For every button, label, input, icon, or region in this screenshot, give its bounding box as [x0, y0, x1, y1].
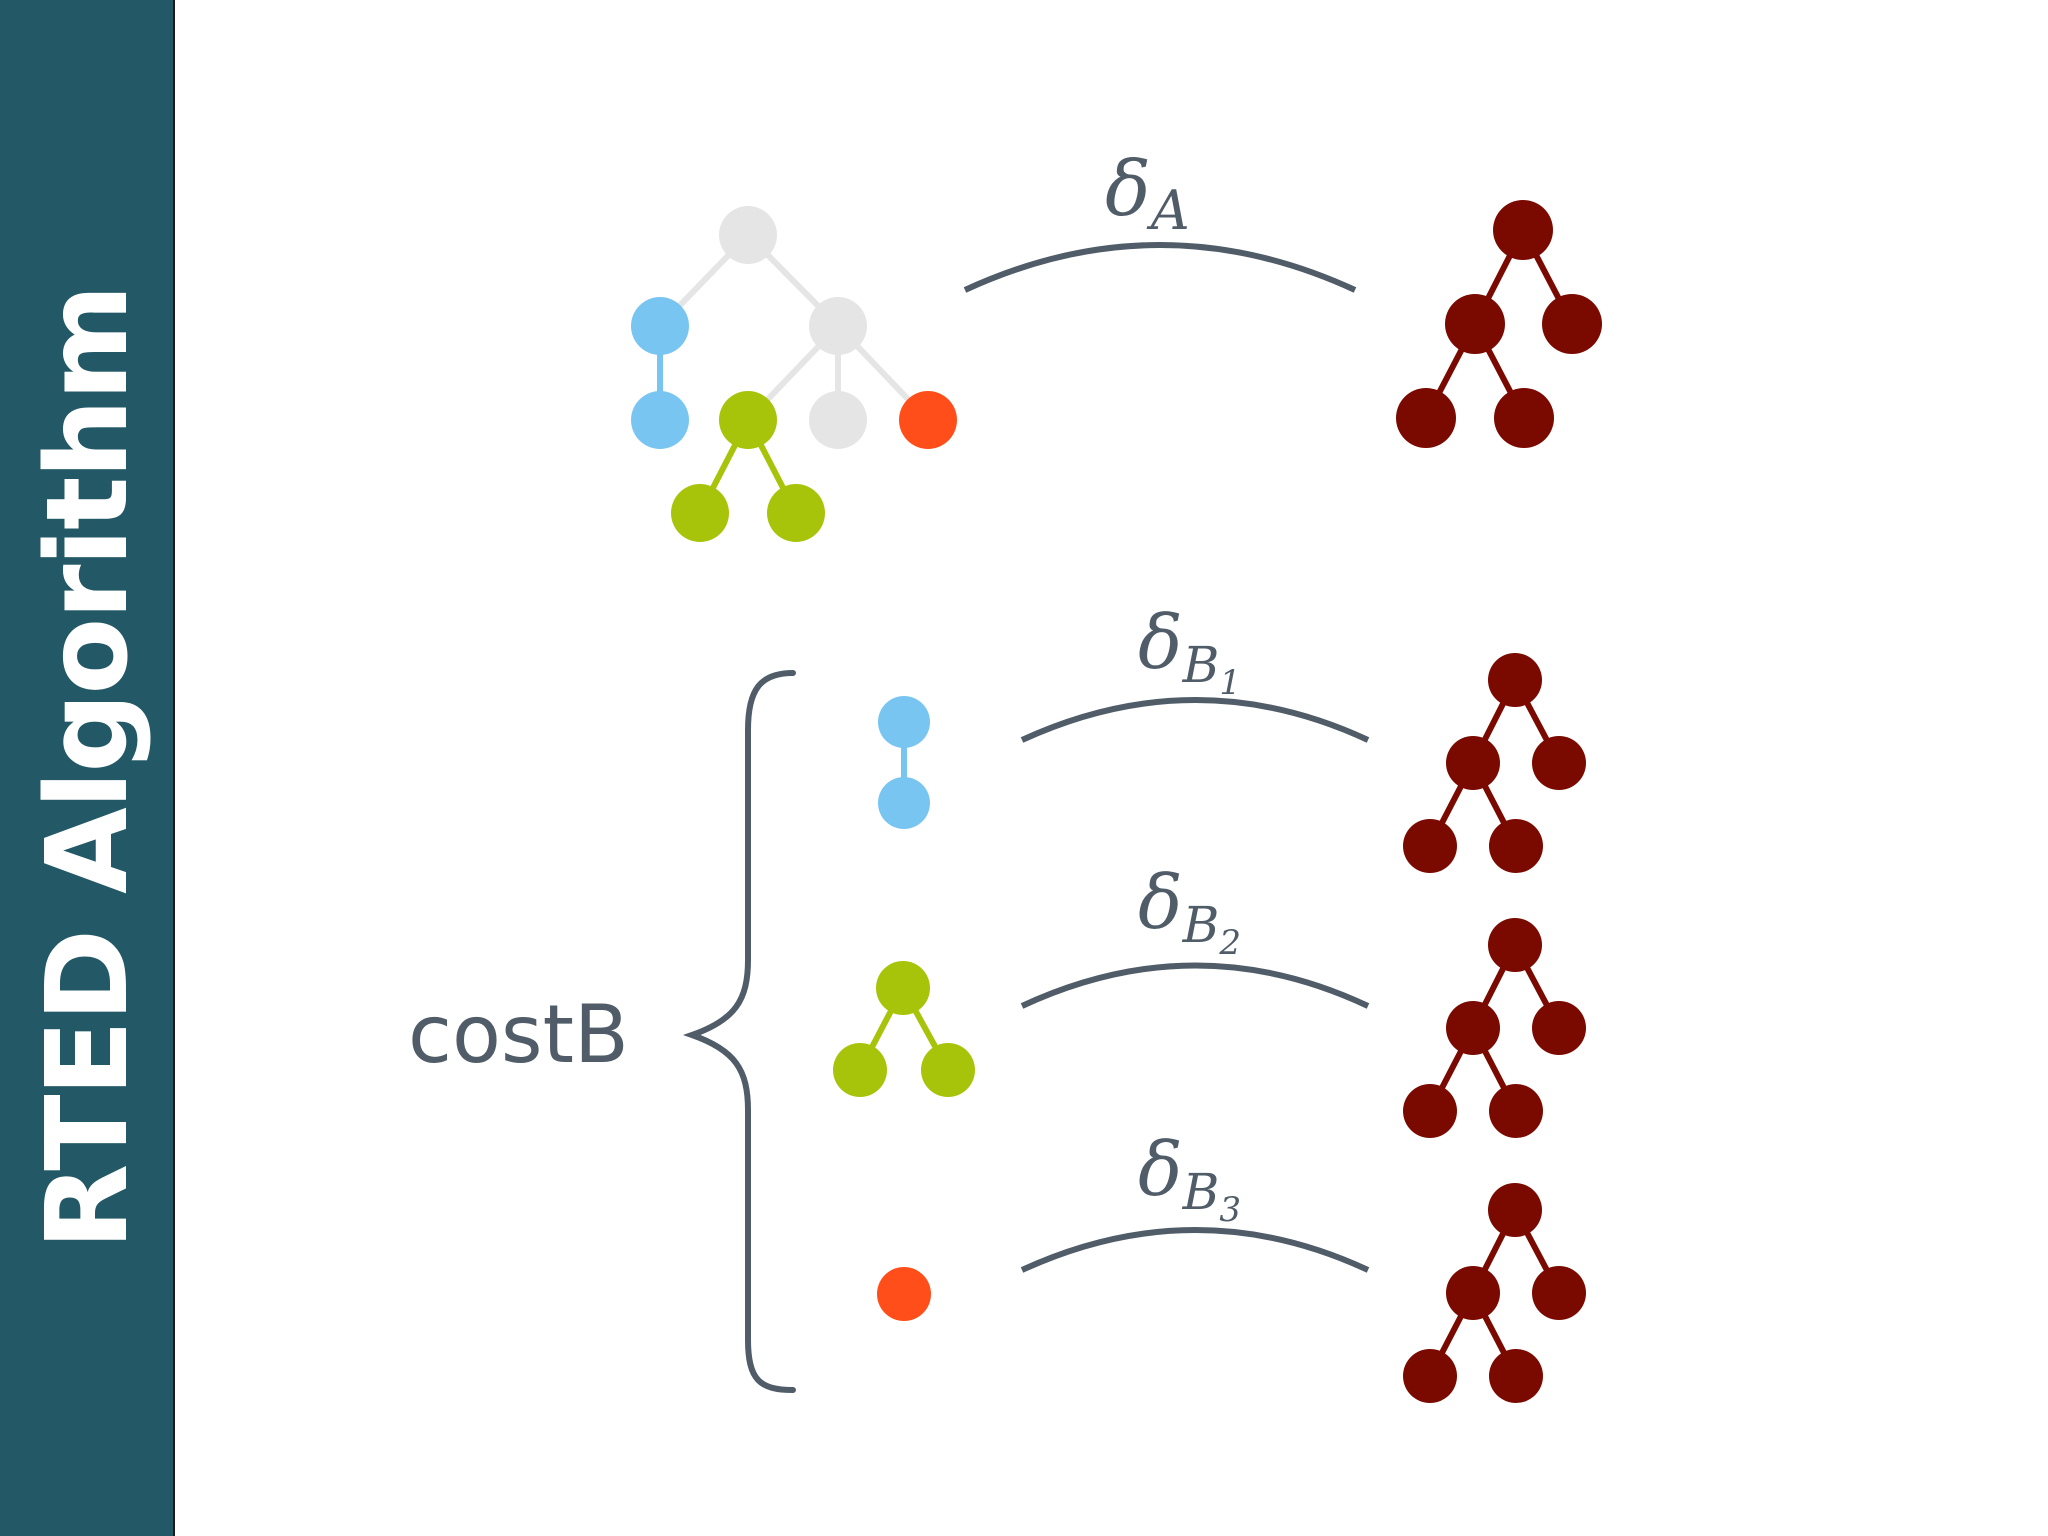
tree-node — [1445, 294, 1505, 354]
subtree-b3 — [877, 1267, 931, 1321]
tree-node — [921, 1043, 975, 1097]
tree-node — [1403, 1084, 1457, 1138]
tree-node — [1489, 1084, 1543, 1138]
tree-node — [809, 391, 867, 449]
tree-node — [1488, 1183, 1542, 1237]
delta-b1-label: δB1 — [1138, 600, 1241, 703]
tree-node — [1403, 1349, 1457, 1403]
tree-node — [1446, 1001, 1500, 1055]
tree-node — [878, 777, 930, 829]
subtree-b1 — [878, 696, 930, 829]
tree-node — [1493, 200, 1553, 260]
arc-delta-b3 — [1020, 1227, 1370, 1273]
tree-node — [1403, 819, 1457, 873]
tree-node — [878, 696, 930, 748]
tree-node — [1542, 294, 1602, 354]
delta-b2-label: δB2 — [1138, 860, 1241, 963]
tree-node — [809, 297, 867, 355]
delta-a-label: δA — [1105, 144, 1190, 242]
tree-node — [671, 484, 729, 542]
tree-node — [1446, 1266, 1500, 1320]
tree-node — [631, 391, 689, 449]
tree-node — [1488, 918, 1542, 972]
tree-node — [1489, 819, 1543, 873]
tree-node — [767, 484, 825, 542]
tree-node — [877, 1267, 931, 1321]
tree-node — [833, 1043, 887, 1097]
target-tree — [1396, 200, 1602, 448]
tree-node — [876, 961, 930, 1015]
tree-node — [1489, 1349, 1543, 1403]
brace — [682, 670, 796, 1393]
target-tree — [1403, 1183, 1586, 1403]
tree-node — [719, 391, 777, 449]
subtree-b2 — [833, 961, 975, 1097]
sidebar: RTED Algorithm — [0, 0, 175, 1536]
source-tree — [631, 206, 957, 542]
tree-node — [1532, 1266, 1586, 1320]
tree-node — [1446, 736, 1500, 790]
tree-node — [1532, 736, 1586, 790]
cost-label: costB — [408, 988, 629, 1081]
target-tree — [1403, 918, 1586, 1138]
arc-delta-b2 — [1020, 962, 1370, 1009]
arc-delta-b1 — [1020, 697, 1370, 743]
tree-node — [631, 297, 689, 355]
target-tree — [1403, 653, 1586, 873]
arc-delta-a — [963, 242, 1357, 293]
tree-node — [1396, 388, 1456, 448]
tree-node — [1532, 1001, 1586, 1055]
delta-b3-label: δB3 — [1138, 1127, 1241, 1230]
tree-node — [899, 391, 957, 449]
tree-node — [719, 206, 777, 264]
tree-node — [1494, 388, 1554, 448]
tree-node — [1488, 653, 1542, 707]
